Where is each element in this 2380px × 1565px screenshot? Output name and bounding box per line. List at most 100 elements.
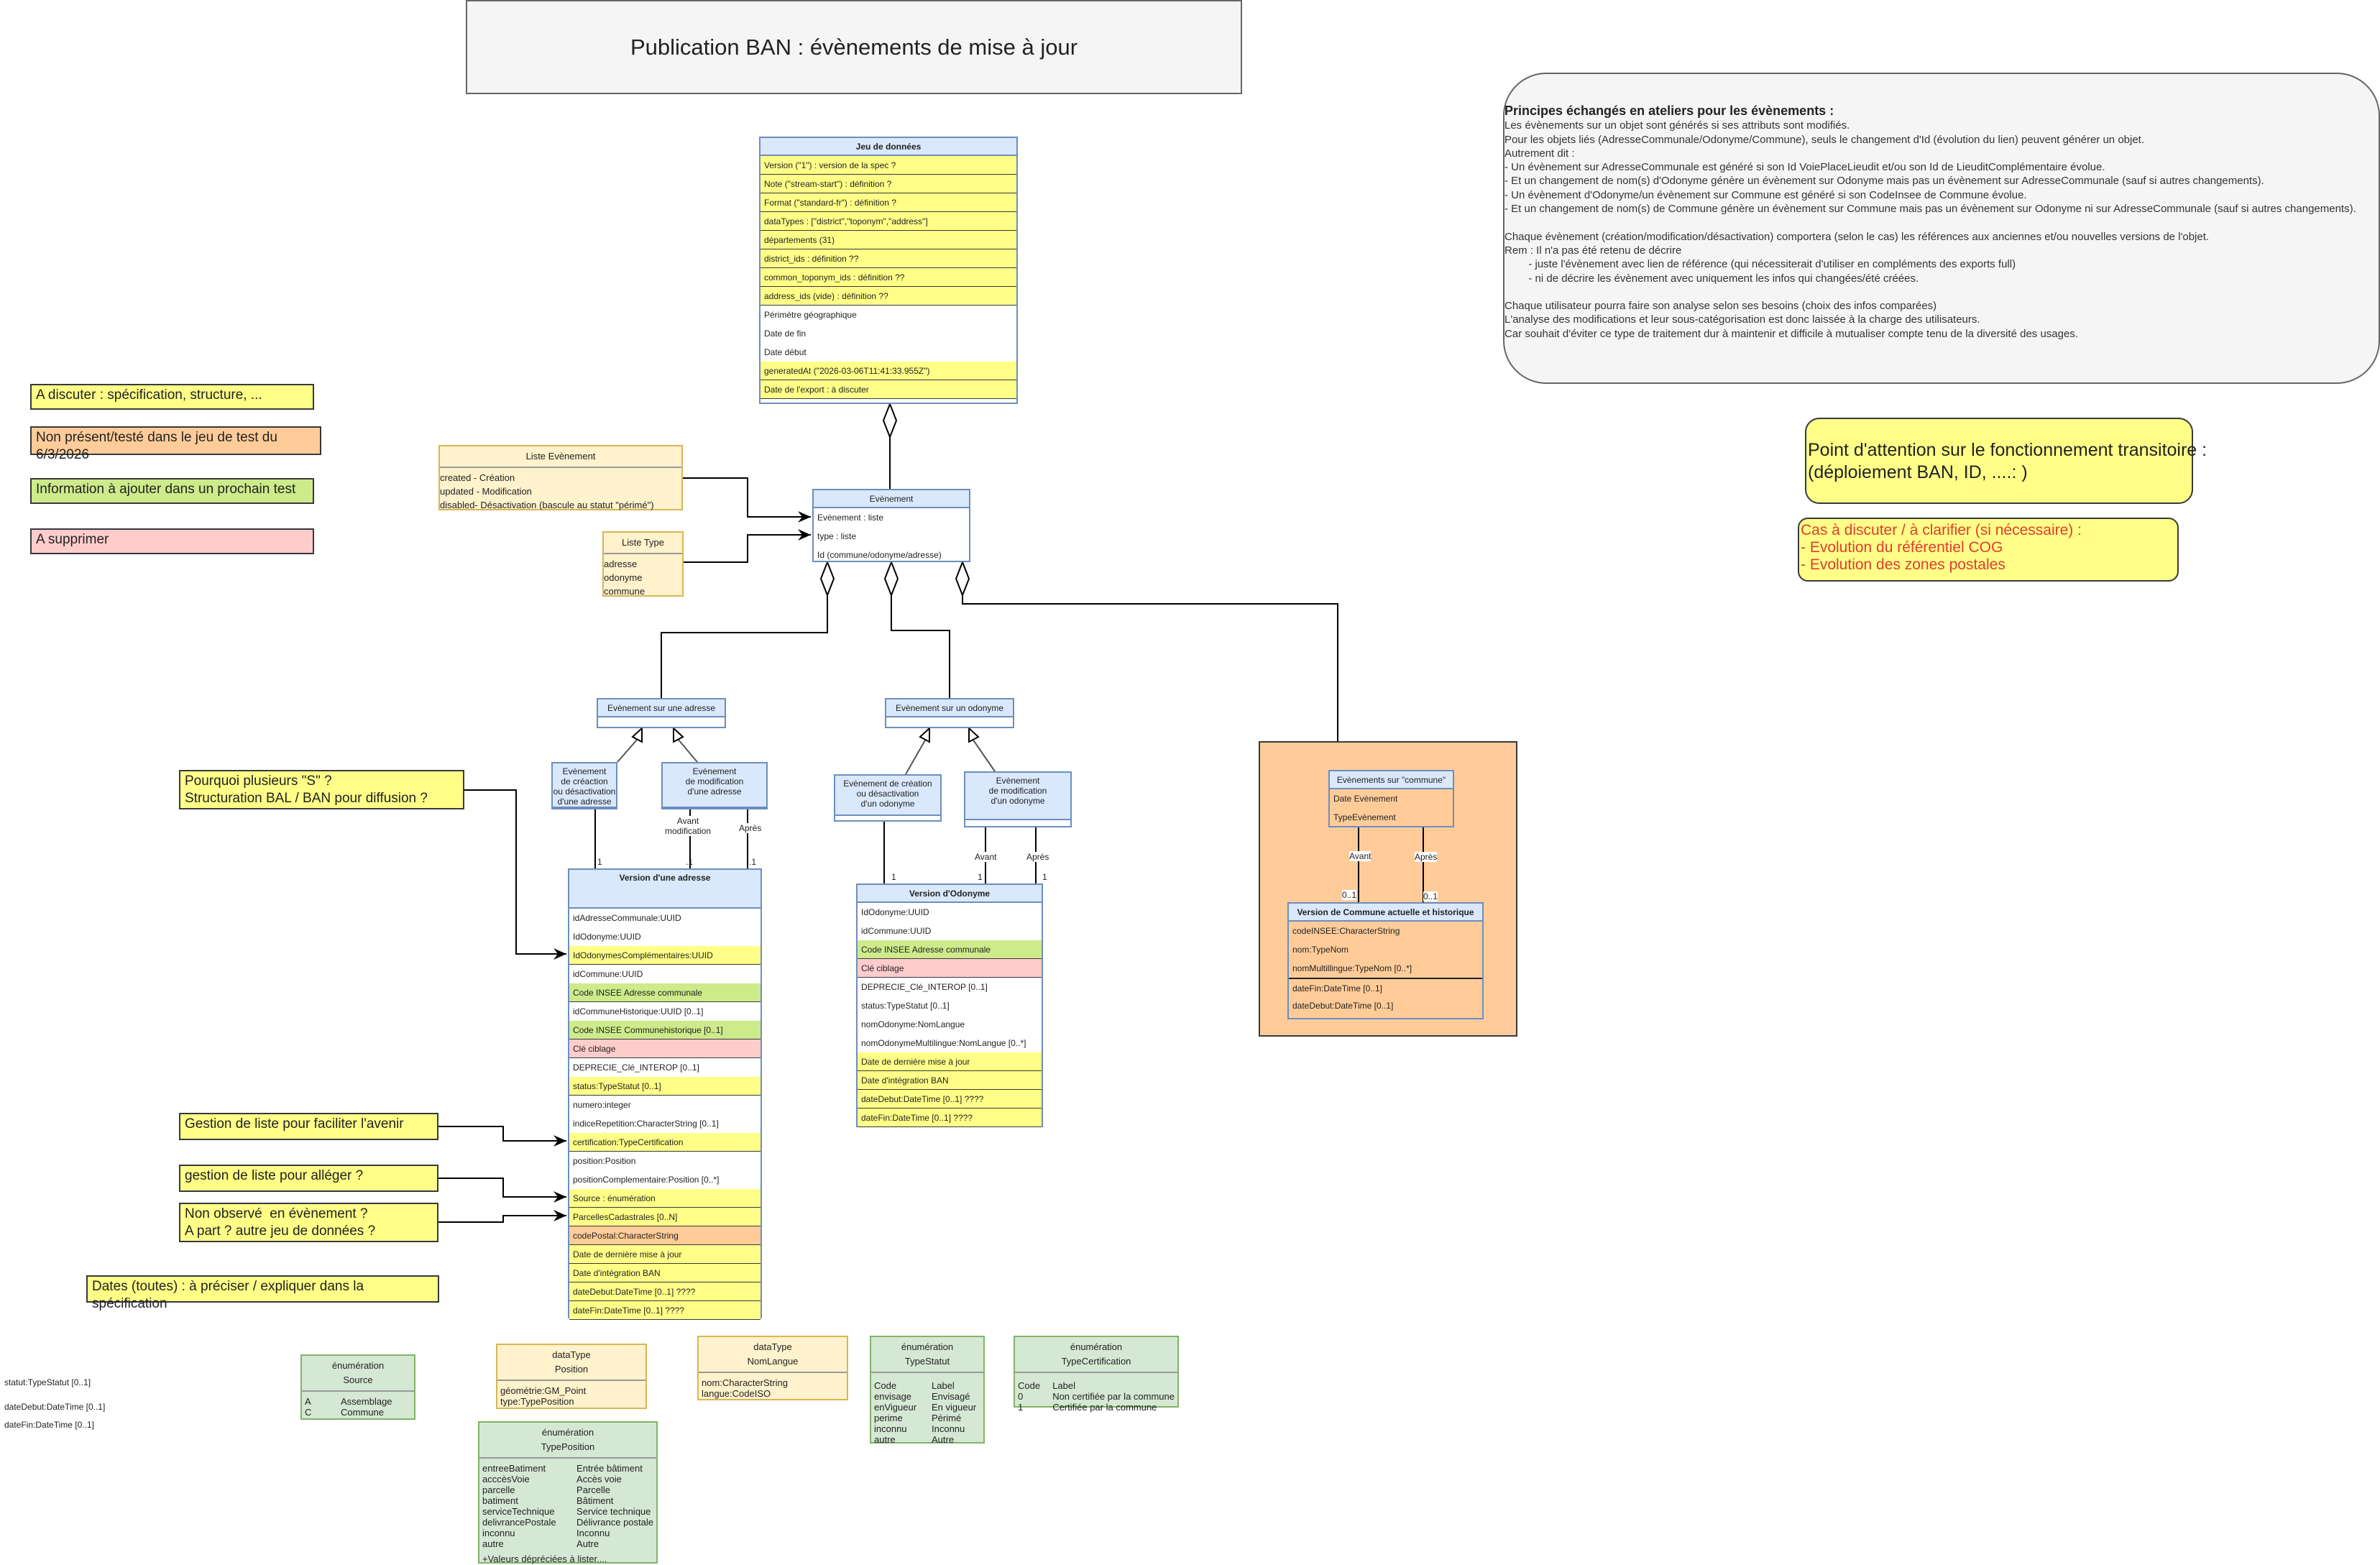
assoc-label-apres: Après [1415,852,1438,862]
alleger-note: gestion de liste pour alléger ? [179,1165,438,1192]
class-attribute: Source : énumération [569,1189,761,1208]
class-attribute: dateDebut:DateTime [0..1] ???? [858,1090,1042,1109]
type-name: NomLangue [747,1356,799,1367]
principles-heading: Principes échangés en ateliers pour les … [1504,104,1834,118]
page-title: Publication BAN : évènements de mise à j… [466,0,1242,94]
stereotype: dataType [753,1341,792,1352]
type-name: Position [554,1364,589,1374]
loose-attribute: dateDebut:DateTime [0..1] [4,1402,106,1412]
class-attribute: Clé ciblage [858,959,1042,978]
class-attribute: Evènement : liste [817,513,884,523]
liste-type: Liste Type adresse odonyme commune [602,531,684,597]
liste-evenement-items: created - Création updated - Modificatio… [440,472,654,510]
class-evenement-modification-adresse: Evènement de modification d'une adresse [661,762,768,809]
class-evenement-odonyme: Evènement sur un odonyme [885,698,1014,728]
type-name: TypeCertification [1061,1356,1131,1367]
enum-labels: Entrée bâtiment Accès voie Parcelle Bâti… [576,1463,653,1549]
class-attribute: Code INSEE Adresse communale [569,983,761,1002]
stereotype: énumération [901,1341,954,1352]
type-items: nom:CharacterString langue:CodeISO [702,1377,788,1399]
attention-note: Point d'attention sur le fonctionnement … [1805,418,2207,504]
mult-label: 1 [891,872,896,882]
non-observe-note: Non observé en évènement ? A part ? autr… [179,1203,438,1242]
type-name: TypePosition [541,1441,595,1452]
type-items: géométrie:GM_Point type:TypePosition [500,1385,587,1407]
class-attribute: Date de dernière mise à jour [858,1052,1042,1071]
class-attribute: TypeEvènement [1333,812,1396,822]
pourquoi-note: Pourquoi plusieurs "S" ? Structuration B… [179,770,464,809]
link-liste-evenement [683,477,811,523]
class-attribute: dateDebut:DateTime [0..1] ???? [569,1282,761,1301]
mult-label: 1 [1042,872,1047,882]
class-attribute: dateFin:DateTime [0..1] [1289,978,1482,996]
class-attribute: positionComplementaire:Position [0..*] [573,1175,720,1185]
enum-labels: Label Envisagé En vigueur Périmé Inconnu… [932,1380,977,1445]
assoc-label-avant-modification: Avant modification [665,816,712,836]
class-attribute: IdOdonymesComplémentaires:UUID [569,946,761,965]
class-title: Evènement de modification d'une adresse [663,763,766,808]
dates-note: Dates (toutes) : à préciser / expliquer … [86,1275,439,1311]
class-attribute: Périmètre géographique [764,310,857,320]
class-title: Evènement [814,490,969,508]
class-evenement-creation-odonyme: Evènement de création ou désactivation d… [834,774,942,822]
class-title: Evènement sur un odonyme [886,699,1013,717]
aggregation-jeu [882,402,898,489]
class-attribute: idCommune:UUID [861,926,932,936]
class-attribute: numero:integer [573,1100,631,1110]
liste-evenement-title: Liste Evènement [440,446,681,468]
enum-codes: A C [305,1396,312,1418]
type-name: TypeStatut [904,1356,950,1367]
class-attribute: DEPRECIE_Clé_INTEROP [0..1] [861,982,988,992]
class-attribute: Date Evènement [1333,794,1398,804]
principles-note: Principes échangés en ateliers pour les … [1503,73,2380,384]
class-attribute: Date début [764,347,807,357]
enum-codes: Code envisage enVigueur perime inconnu a… [874,1380,917,1445]
class-attribute: certification:TypeCertification [569,1133,761,1152]
legend-remove: A supprimer [30,528,314,554]
link-liste-type [683,529,811,563]
mult-label: 0..1 [1423,891,1438,901]
class-evenement-creation-adresse: Evènement de créaction ou désactivation … [551,762,617,809]
class-attribute: Version ("1") : version de la spec ? [761,156,1016,175]
enum-codes: Code 0 1 [1018,1380,1041,1413]
assoc-label-avant: Avant [1349,851,1372,861]
class-attribute: Date de l'export : à discuter [761,380,1016,399]
enum-footer: +Valeurs dépréciées à lister.... [482,1553,607,1564]
class-attribute: Date de fin [764,329,807,339]
avenir-note: Gestion de liste pour faciliter l'avenir [179,1113,438,1140]
class-title: Evènement de créaction ou désactivation … [553,763,616,808]
class-title: Evènement sur une adresse [598,699,725,717]
class-attribute: Code INSEE Adresse communale [858,940,1042,959]
class-attribute: status:TypeStatut [0..1] [569,1077,761,1096]
class-title: Version d'une adresse [569,870,761,909]
mult-label: 1 [978,872,983,882]
class-attribute: Note ("stream-start") : définition ? [761,175,1016,193]
class-attribute: nomMultillingue:TypeNom [0..*] [1292,963,1412,973]
assoc-label-apres: Après [739,823,762,833]
class-attribute: Clé ciblage [569,1039,761,1058]
class-attribute: Date de dernière mise à jour [569,1245,761,1264]
liste-type-title: Liste Type [604,533,682,554]
class-title: Evènement de modification d'un odonyme [965,773,1070,820]
class-attribute: Code INSEE Communehistorique [0..1] [569,1021,761,1039]
stereotype: énumération [1070,1341,1123,1352]
loose-attribute: statut:TypeStatut [0..1] [4,1377,91,1387]
class-attribute: codePostal:CharacterString [569,1226,761,1245]
legend-add: Information à ajouter dans un prochain t… [30,478,314,504]
class-title: Evènements sur "commune" [1330,771,1453,789]
class-attribute: idCommune:UUID [573,969,643,979]
cas-note: Cas à discuter / à clarifier (si nécessa… [1798,518,2179,582]
mult-label: 0..1 [1342,890,1357,900]
class-attribute: generatedAt ("2026-03-06T11:41:33.955Z") [761,362,1016,380]
enum-labels: Label Non certifiée par la commune Certi… [1052,1380,1175,1413]
class-attribute: dateDebut:DateTime [0..1] [1292,1001,1394,1011]
